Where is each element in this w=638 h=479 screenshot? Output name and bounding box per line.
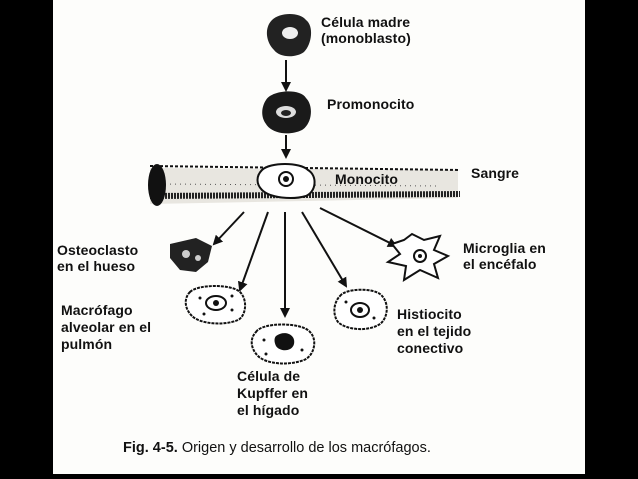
alveolar-macrophage-shape [184,285,246,325]
arrow-to-microglia [319,207,398,247]
figure-page: Célula madre (monoblasto) Promonocito Mo… [53,0,585,479]
label-alveolar: Macrófago alveolar en el pulmón [61,302,151,353]
label-histiocyte-line1: Histiocito [397,306,462,322]
label-histiocyte-line3: conectivo [397,340,464,356]
label-microglia-line1: Microglia en [463,240,546,256]
figure-caption: Fig. 4-5. Origen y desarrollo de los mac… [123,440,431,456]
caption-text: Origen y desarrollo de los macrófagos. [181,440,431,456]
label-monocyte: Monocito [335,171,399,187]
microglia-shape [385,232,451,282]
label-kupffer: Célula de Kupffer en el hígado [237,368,308,419]
osteoclast-shape [170,238,212,272]
label-kupffer-line3: el hígado [237,402,300,418]
label-alveolar-line1: Macrófago [61,302,133,318]
arrow-to-osteoclast [212,211,245,246]
label-kupffer-line2: Kupffer en [237,385,308,401]
promonocyte-shape [262,91,311,134]
label-kupffer-line1: Célula de [237,368,301,384]
label-microglia-line2: el encéfalo [463,256,537,272]
kupffer-cell-shape [250,323,316,365]
label-stem-cell: Célula madre (monoblasto) [321,14,411,46]
label-promonocyte: Promonocito [327,96,415,112]
viewer-bottom-bar [0,474,638,479]
label-blood: Sangre [471,165,520,181]
label-stem-cell-line1: Célula madre [321,14,411,30]
label-osteoclast: Osteoclasto en el hueso [57,242,138,274]
macrophage-origin-diagram [148,14,461,365]
label-osteoclast-line2: en el hueso [57,258,136,274]
label-stem-cell-line2: (monoblasto) [321,30,411,46]
stem-cell-shape [266,14,312,57]
arrow-to-alveolar [237,211,269,292]
label-alveolar-line2: alveolar en el [61,319,152,335]
arrow-to-histiocyte [301,211,348,288]
label-alveolar-line3: pulmón [61,336,113,352]
label-microglia: Microglia en el encéfalo [463,240,546,272]
histiocyte-shape [333,288,388,330]
monocyte-shape [256,163,316,199]
label-histiocyte: Histiocito en el tejido conectivo [397,306,471,357]
label-osteoclast-line1: Osteoclasto [57,242,139,258]
label-histiocyte-line2: en el tejido [397,323,472,339]
caption-number: Fig. 4-5. [123,440,178,456]
